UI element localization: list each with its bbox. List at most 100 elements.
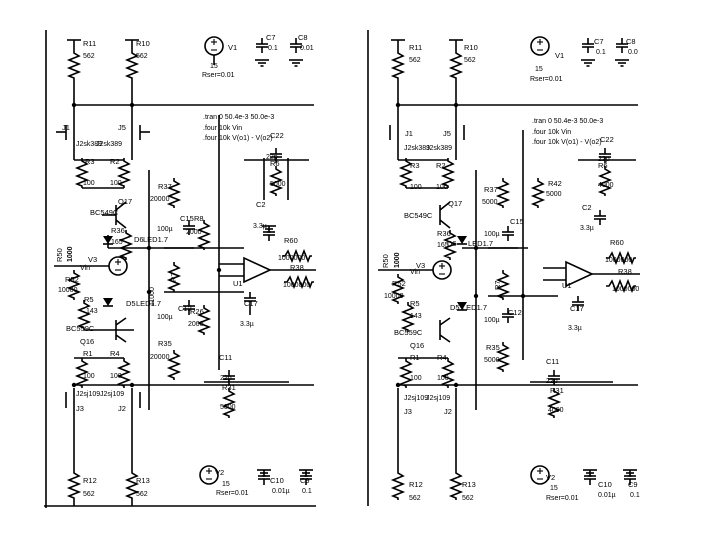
label-r38: R38 <box>290 263 304 272</box>
label-r1: R1 <box>410 353 420 362</box>
value-c11: 22p <box>220 375 232 382</box>
model-d5: LED1.7 <box>136 299 161 308</box>
value-r5: 143 <box>86 308 98 315</box>
label-r2: R2 <box>436 161 446 170</box>
label-r8: R8 <box>194 214 204 223</box>
label-j2: J2 <box>444 407 452 416</box>
spice-tran: .tran 0 50.4e-3 50.0e-3 <box>203 114 274 121</box>
label-r2: R2 <box>110 157 120 166</box>
value-c7: 0.1 <box>268 45 278 52</box>
label-r13: R13 <box>136 476 150 485</box>
value-r37: 5000 <box>482 199 498 206</box>
label-c8: C8 <box>626 37 636 46</box>
label-c15: C15 <box>510 217 524 226</box>
value-c2: 3.3µ <box>253 223 267 230</box>
schematic-left-labels: R11 562 R10 562 V1 15 Rser=0.01 C7 0.1 C… <box>55 33 314 498</box>
label-c10: C10 <box>598 480 612 489</box>
value-r60: 1000000 <box>605 257 632 264</box>
value-r6: 5000 <box>270 181 286 188</box>
schematic-right-labels: R11 562 R10 562 V1 15 Rser=0.01 C7 0.1 C… <box>381 37 640 502</box>
value-r42: 5000 <box>546 191 562 198</box>
label-d5: D5 <box>126 299 136 308</box>
value-v2-rser: Rser=0.01 <box>216 490 249 497</box>
label-d6: D6 <box>134 235 144 244</box>
label-r10: R10 <box>136 39 150 48</box>
label-c15: C15 <box>180 214 194 223</box>
model-d6: LED1.7 <box>143 235 168 244</box>
label-r37: R37 <box>484 185 498 194</box>
spice-four-out: .four 10k V(o1) - V(o2) <box>203 135 273 142</box>
value-c15: 100µ <box>484 231 500 238</box>
label-r3: R3 <box>85 157 95 166</box>
label-v2: V2 <box>215 468 224 477</box>
label-jfet-top-2: J2sk389 <box>426 145 452 152</box>
value-v2: 15 <box>550 485 558 492</box>
value-r50: 1000 <box>394 252 401 268</box>
label-r35: R35 <box>158 339 172 348</box>
label-v1: V1 <box>228 43 237 52</box>
label-c17: C17 <box>570 304 584 313</box>
label-r12: R12 <box>409 480 423 489</box>
label-r6: R6 <box>270 159 280 168</box>
label-d6: D6 <box>447 239 457 248</box>
value-r8: 2000 <box>186 229 202 236</box>
label-v1: V1 <box>555 51 564 60</box>
label-jfet-bottom-2: J2sj109 <box>100 391 124 398</box>
label-r5: R5 <box>84 295 94 304</box>
value-c8: 0.01 <box>300 45 314 52</box>
label-r7: R7 <box>169 272 178 282</box>
label-r11: R11 <box>83 39 96 48</box>
value-r13: 562 <box>462 495 474 502</box>
schematic-left <box>44 30 316 508</box>
label-r38: R38 <box>618 267 632 276</box>
value-r50: 1000 <box>67 246 74 262</box>
label-c7: C7 <box>594 37 604 46</box>
value-r38: 1000000 <box>612 286 639 293</box>
value-c8: 0.0 <box>628 49 638 56</box>
label-j5: J5 <box>118 123 126 132</box>
label-c22: C22 <box>270 131 284 140</box>
label-c12: C12 <box>178 304 192 313</box>
label-u1: U1 <box>562 281 572 290</box>
value-r31: 5000 <box>220 404 236 411</box>
spice-four-out: .four 10k V(o1) - V(o2) <box>532 139 602 146</box>
value-r12: 562 <box>83 491 95 498</box>
label-jfet-bottom-2: J2sj109 <box>426 395 450 402</box>
value-c12: 100µ <box>157 314 173 321</box>
label-j3: J3 <box>76 404 84 413</box>
label-r52: R52 <box>65 275 79 284</box>
value-c9: 0.1 <box>630 492 640 499</box>
value-c2: 3.3µ <box>580 225 594 232</box>
value-c11: 22p <box>546 378 558 385</box>
label-j1: J1 <box>405 129 413 138</box>
schematic-right <box>367 30 640 506</box>
model-q17: BC549C <box>404 211 433 220</box>
label-r60: R60 <box>284 236 298 245</box>
value-v1-rser: Rser=0.01 <box>530 76 563 83</box>
label-jfet-top: J2sk389 <box>76 141 102 148</box>
label-r5: R5 <box>410 299 420 308</box>
label-r13: R13 <box>462 480 476 489</box>
label-u1: U1 <box>233 279 243 288</box>
label-c12: C12 <box>508 308 522 317</box>
label-c8: C8 <box>298 33 308 42</box>
label-r31: R31 <box>550 386 564 395</box>
value-r6: 4000 <box>598 182 614 189</box>
value-c15: 100µ <box>157 226 173 233</box>
value-c17: 3.3µ <box>568 325 582 332</box>
label-v2: V2 <box>546 473 555 482</box>
label-c2: C2 <box>582 203 592 212</box>
value-r60: 1000000 <box>278 255 305 262</box>
label-c22: C22 <box>600 135 614 144</box>
label-r37: R37 <box>158 182 172 191</box>
label-j1: J1 <box>62 123 70 132</box>
model-d5: LED1.7 <box>462 303 487 312</box>
model-q16: BC559C <box>66 324 95 333</box>
value-r4: 100 <box>110 373 122 380</box>
value-c17: 3.3µ <box>240 321 254 328</box>
label-r4: R4 <box>437 353 447 362</box>
label-r36: R36 <box>111 226 125 235</box>
value-r3: 100 <box>410 184 422 191</box>
value-r1: 100 <box>83 373 95 380</box>
